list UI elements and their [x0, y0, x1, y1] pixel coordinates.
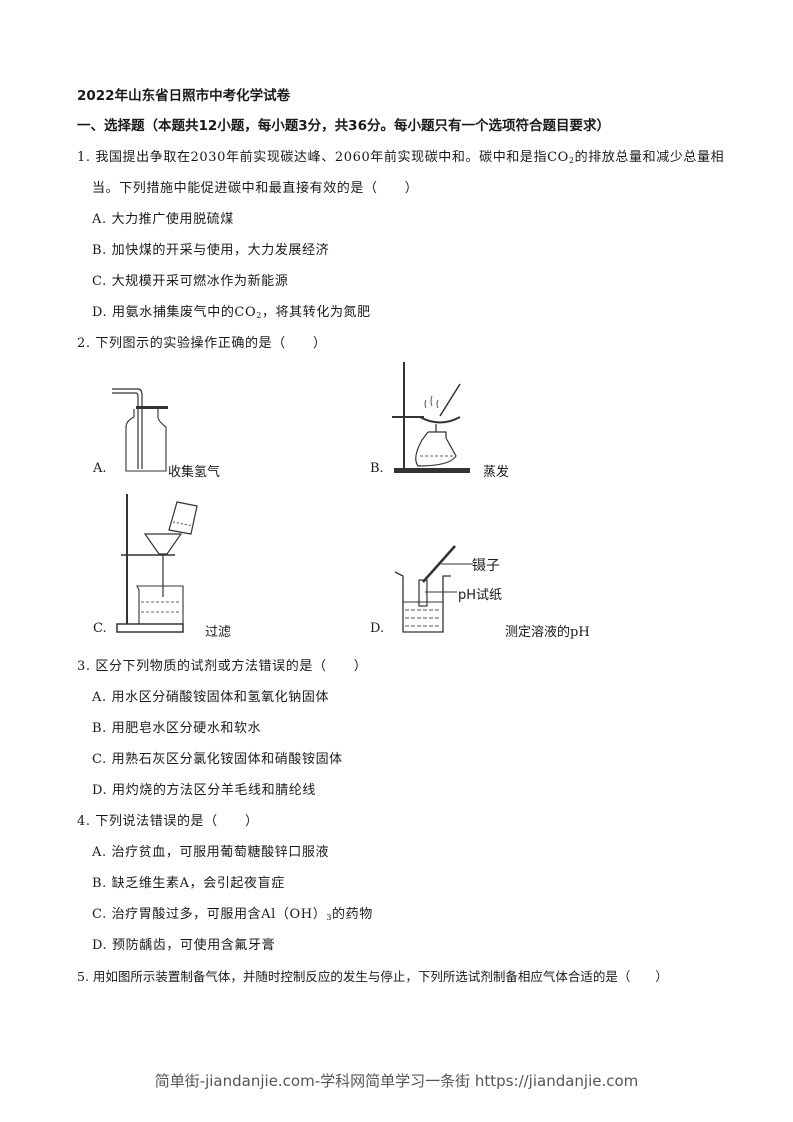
question-1-option-a: A. 大力推广使用脱硫煤 [92, 212, 234, 227]
figure-b-label: B. [370, 461, 384, 476]
question-3-option-c: C. 用熟石灰区分氯化铵固体和硝酸铵固体 [92, 752, 343, 767]
question-1-option-c: C. 大规模开采可燃冰作为新能源 [92, 274, 289, 289]
figure-d-caption: 测定溶液的pH [505, 625, 590, 640]
question-5-stem: 5. 用如图所示装置制备气体，并随时控制反应的发生与停止，下列所选试剂制备相应气… [77, 969, 668, 984]
ph-test-beaker-icon [394, 545, 473, 633]
question-1-stem-line1: 1. 我国提出争取在2030年前实现碳达峰、2060年前实现碳中和。碳中和是指C… [77, 150, 725, 165]
question-3-option-b: B. 用肥皂水区分硬水和软水 [92, 721, 262, 736]
figure-b-caption: 蒸发 [483, 465, 510, 480]
figure-c-label: C. [93, 621, 107, 636]
question-3-option-d: D. 用灼烧的方法区分羊毛线和腈纶线 [92, 783, 317, 798]
question-1-option-b: B. 加快煤的开采与使用，大力发展经济 [92, 243, 330, 258]
exam-title: 2022年山东省日照市中考化学试卷 [77, 88, 291, 104]
question-3-stem: 3. 区分下列物质的试剂或方法错误的是（ ） [77, 659, 368, 674]
question-4-stem: 4. 下列说法错误的是（ ） [77, 814, 259, 829]
question-2-stem: 2. 下列图示的实验操作正确的是（ ） [77, 336, 327, 351]
question-number: 1. [77, 150, 91, 165]
question-4-option-d: D. 预防龋齿，可使用含氟牙膏 [92, 938, 276, 953]
question-4-option-b: B. 缺乏维生素A，会引起夜盲症 [92, 876, 285, 891]
question-1-stem-line2: 当。下列措施中能促进碳中和最直接有效的是（ ） [92, 181, 419, 196]
gas-collection-bottle-icon [112, 388, 168, 472]
figure-c-caption: 过滤 [205, 625, 232, 640]
figure-a-label: A. [93, 461, 107, 476]
ph-paper-annotation: pH试纸 [458, 588, 503, 603]
evaporation-apparatus-icon [392, 362, 470, 473]
section-heading: 一、选择题（本题共12小题，每小题3分，共36分。每小题只有一个选项符合题目要求… [77, 118, 610, 134]
filtration-apparatus-icon [116, 494, 198, 633]
question-1-option-d: D. 用氨水捕集废气中的CO2，将其转化为氮肥 [92, 305, 371, 320]
question-4-option-a: A. 治疗贫血，可服用葡萄糖酸锌口服液 [92, 845, 330, 860]
figure-d-label: D. [370, 621, 385, 636]
tweezers-annotation: 镊子 [472, 558, 500, 574]
figure-a-caption: 收集氢气 [168, 465, 221, 480]
footer-watermark: 简单街-jiandanjie.com-学科网简单学习一条街 https://ji… [154, 1072, 639, 1090]
question-3-option-a: A. 用水区分硝酸铵固体和氢氧化钠固体 [92, 690, 330, 705]
question-4-option-c: C. 治疗胃酸过多，可服用含Al（OH）3的药物 [92, 907, 373, 922]
